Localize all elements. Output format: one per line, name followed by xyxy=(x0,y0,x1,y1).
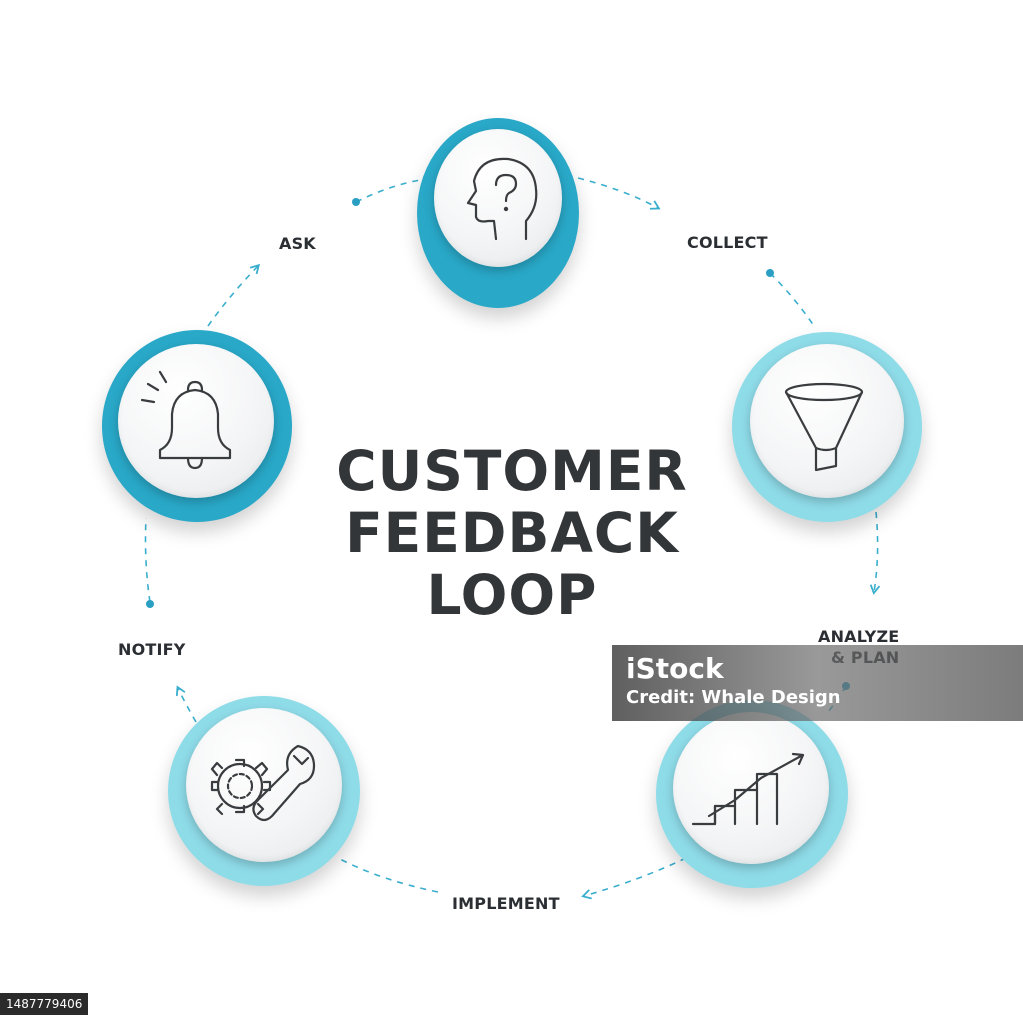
dot-collect xyxy=(766,269,774,277)
watermark-brand: iStock xyxy=(626,652,724,685)
arrow-chart-to-implement xyxy=(581,857,687,900)
disc-collect xyxy=(750,344,904,498)
step-label-ask: ASK xyxy=(279,234,316,253)
stock-id-badge: 1487779406 xyxy=(0,993,89,1015)
arrow-ask-to-collect xyxy=(577,177,661,210)
arrow-ask-to-head xyxy=(355,179,421,203)
disc-notify xyxy=(118,344,274,498)
funnel-icon xyxy=(784,382,864,472)
arrow-collect-to-funnel xyxy=(769,272,815,327)
title-line-1: CUSTOMER xyxy=(336,439,688,503)
disc-ask xyxy=(434,129,562,267)
title-line-3: LOOP xyxy=(426,563,598,627)
step-label-notify: NOTIFY xyxy=(118,640,186,659)
watermark-credit: Credit: Whale Design xyxy=(626,687,841,708)
arrow-bell-to-ask xyxy=(207,263,261,327)
disc-implement xyxy=(186,708,342,862)
gear-wrench-icon xyxy=(210,744,316,822)
growth-chart-icon xyxy=(691,752,805,826)
stock-watermark: iStock Credit: Whale Design xyxy=(612,645,1023,721)
bell-icon xyxy=(140,370,232,470)
dot-notify xyxy=(146,600,154,608)
arrow-notify-to-bell xyxy=(144,517,151,603)
step-label-collect: COLLECT xyxy=(687,233,768,252)
title-line-2: FEEDBACK xyxy=(345,501,679,565)
arrow-funnel-to-analyze xyxy=(869,511,881,595)
arrow-implement-to-tool xyxy=(337,857,439,893)
diagram-title: CUSTOMER FEEDBACK LOOP xyxy=(312,440,712,626)
arrow-tool-to-notify xyxy=(175,685,197,723)
head-question-icon xyxy=(466,157,538,241)
dot-ask xyxy=(352,198,360,206)
disc-analyze xyxy=(673,712,829,864)
step-label-implement: IMPLEMENT xyxy=(452,894,560,913)
